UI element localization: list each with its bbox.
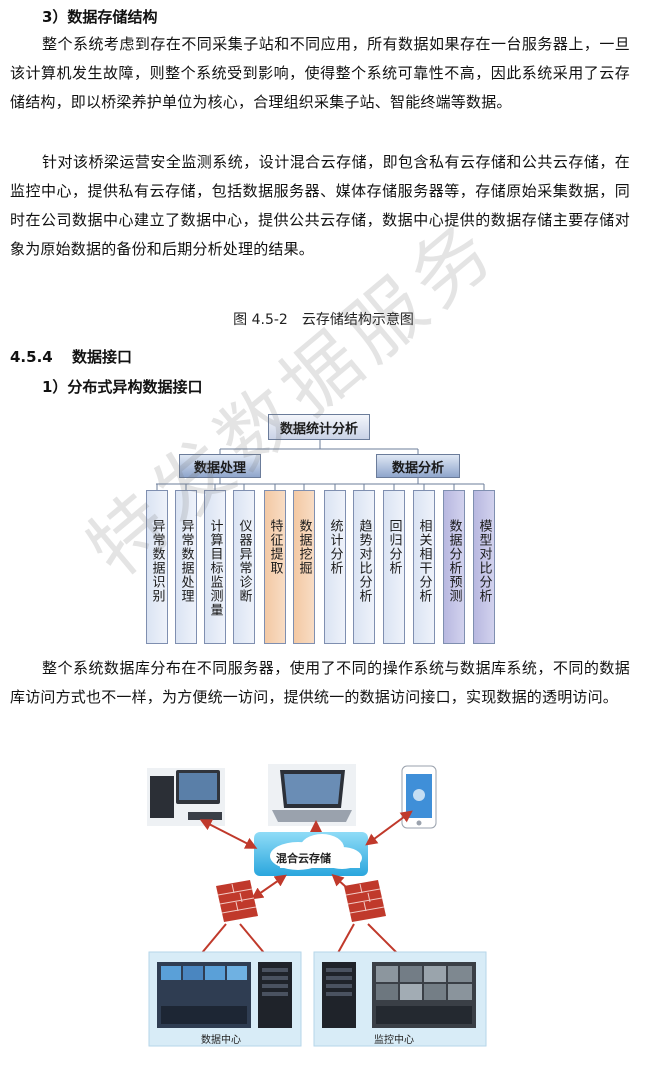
- tree-leaf-label: 趋势对比分析: [356, 519, 372, 603]
- firewall-left-icon: [216, 880, 258, 922]
- tree-root-node: 数据统计分析: [268, 414, 370, 440]
- tree-leaf-node: 趋势对比分析: [353, 490, 375, 644]
- data-center-panel: [148, 951, 302, 1047]
- section-title: 数据接口: [71, 348, 132, 366]
- tree-leaf-label: 异常数据处理: [178, 519, 194, 603]
- storage-paragraph-1: 整个系统考虑到存在不同采集子站和不同应用，所有数据如果存在一台服务器上，一旦该计…: [10, 35, 630, 111]
- tree-leaf-node: 回归分析: [383, 490, 405, 644]
- interface-paragraph: 整个系统数据库分布在不同服务器，使用了不同的操作系统与数据库系统，不同的数据库访…: [10, 659, 630, 706]
- cloud-label: 混合云存储: [276, 852, 331, 865]
- tree-leaf-label: 数据分析预测: [446, 519, 462, 603]
- section-title-row: 4.5.4 数据接口: [10, 346, 132, 367]
- tree-leaf-label: 数据挖掘: [296, 519, 312, 575]
- data-center-label: 数据中心: [201, 1035, 241, 1046]
- hybrid-cloud-icon: [254, 832, 368, 876]
- tree-leaf-label: 异常数据识别: [149, 519, 165, 603]
- tree-connectors: [156, 440, 485, 490]
- desktop-computer-icon: [147, 768, 225, 826]
- tree-leaf-label: 特征提取: [267, 519, 283, 575]
- firewall-right-icon: [344, 880, 386, 922]
- tree-leaf-node: 仪器异常诊断: [233, 490, 255, 644]
- tree-branch-analysis: 数据分析: [376, 454, 460, 478]
- tree-leaf-node: 模型对比分析: [473, 490, 495, 644]
- tree-leaf-node: 数据挖掘: [293, 490, 315, 644]
- figure-caption: 图 4.5-2 云存储结构示意图: [233, 312, 414, 328]
- tree-branch-processing: 数据处理: [179, 454, 261, 478]
- tree-leaf-label: 相关相干分析: [416, 519, 432, 603]
- monitoring-center-panel: [313, 951, 487, 1047]
- tree-leaf-label: 仪器异常诊断: [236, 519, 252, 603]
- tree-leaf-node: 特征提取: [264, 490, 286, 644]
- smartphone-icon: [401, 765, 437, 829]
- section-heading-storage: 3）数据存储结构: [42, 8, 158, 26]
- tree-leaf-label: 模型对比分析: [476, 519, 492, 603]
- tree-leaf-node: 相关相干分析: [413, 490, 435, 644]
- tree-leaf-label: 回归分析: [386, 519, 402, 575]
- tree-leaf-node: 统计分析: [324, 490, 346, 644]
- tree-leaf-node: 数据分析预测: [443, 490, 465, 644]
- tree-leaf-label: 计算目标监测量: [207, 519, 223, 617]
- laptop-icon: [268, 764, 356, 826]
- tree-leaf-label: 统计分析: [327, 519, 343, 575]
- monitoring-center-label: 监控中心: [374, 1035, 414, 1046]
- section-number: 4.5.4: [10, 348, 53, 366]
- tree-leaf-node: 计算目标监测量: [204, 490, 226, 644]
- analysis-tree-diagram: 数据统计分析 数据处理 数据分析 异常数据识别异常数据处理计算目标监测量仪器异常…: [146, 414, 495, 644]
- sub-heading-interface: 1）分布式异构数据接口: [42, 378, 203, 396]
- storage-paragraph-2: 针对该桥梁运营安全监测系统，设计混合云存储，即包含私有云存储和公共云存储，在监控…: [10, 153, 630, 258]
- tree-leaf-node: 异常数据处理: [175, 490, 197, 644]
- tree-leaf-node: 异常数据识别: [146, 490, 168, 644]
